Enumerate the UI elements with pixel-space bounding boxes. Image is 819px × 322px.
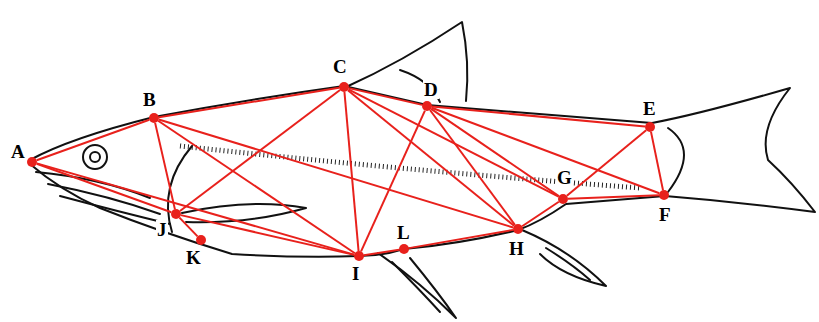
truss-line bbox=[430, 110, 515, 225]
landmark-point: K bbox=[196, 235, 206, 245]
truss-line bbox=[37, 163, 354, 254]
landmark-letter: G bbox=[556, 168, 573, 187]
truss-line bbox=[159, 88, 339, 117]
truss-line bbox=[159, 119, 513, 227]
landmark-letter: K bbox=[185, 248, 202, 267]
landmark-point: D bbox=[422, 101, 432, 111]
truss-line bbox=[432, 106, 645, 126]
truss-line bbox=[567, 130, 646, 196]
truss-line bbox=[348, 90, 514, 226]
truss-line bbox=[179, 218, 197, 237]
truss-line bbox=[37, 164, 172, 213]
truss-line bbox=[409, 230, 513, 248]
landmark-point: F bbox=[659, 190, 669, 200]
truss-line bbox=[361, 111, 425, 252]
landmark-letter: H bbox=[508, 239, 525, 258]
landmark-point: G bbox=[558, 194, 568, 204]
landmark-letter: I bbox=[351, 264, 360, 283]
truss-line bbox=[364, 250, 399, 255]
landmark-letter: E bbox=[642, 99, 657, 118]
landmark-letter: J bbox=[156, 220, 168, 239]
truss-line bbox=[431, 109, 559, 196]
landmark-letter: F bbox=[658, 205, 672, 224]
landmark-letter: A bbox=[10, 142, 26, 161]
truss-line bbox=[155, 123, 175, 209]
truss-line bbox=[349, 88, 422, 105]
truss-line bbox=[522, 202, 559, 226]
truss-line bbox=[37, 120, 150, 161]
landmark-point: A bbox=[27, 157, 37, 167]
landmark-letter: B bbox=[142, 90, 157, 109]
truss-line bbox=[344, 92, 358, 251]
truss-line bbox=[158, 121, 355, 253]
landmark-letter: L bbox=[396, 223, 411, 242]
landmark-letter: D bbox=[423, 80, 439, 99]
truss-line bbox=[180, 90, 340, 211]
truss-line bbox=[432, 108, 660, 193]
landmark-point: C bbox=[339, 82, 349, 92]
landmark-point: E bbox=[645, 122, 655, 132]
truss-line bbox=[568, 195, 659, 199]
landmark-point: I bbox=[354, 251, 364, 261]
landmark-point: B bbox=[149, 113, 159, 123]
landmark-point: L bbox=[399, 244, 409, 254]
landmark-point: H bbox=[513, 224, 523, 234]
landmark-point: J bbox=[171, 209, 181, 219]
landmark-letter: C bbox=[332, 57, 348, 76]
truss-line bbox=[651, 132, 663, 190]
